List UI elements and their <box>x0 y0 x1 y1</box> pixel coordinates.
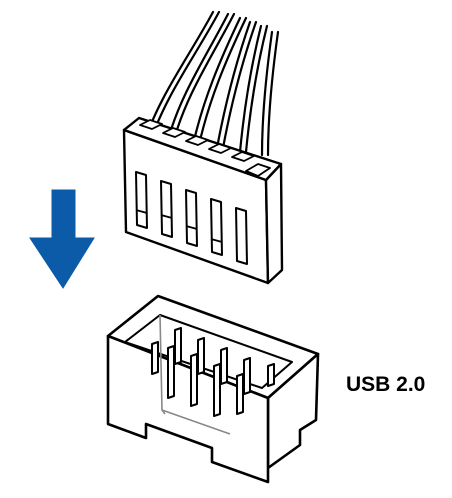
insert-direction-arrow <box>29 189 95 289</box>
motherboard-header <box>106 294 320 484</box>
usb-2-label: USB 2.0 <box>346 373 426 396</box>
cable-connector <box>122 116 284 285</box>
